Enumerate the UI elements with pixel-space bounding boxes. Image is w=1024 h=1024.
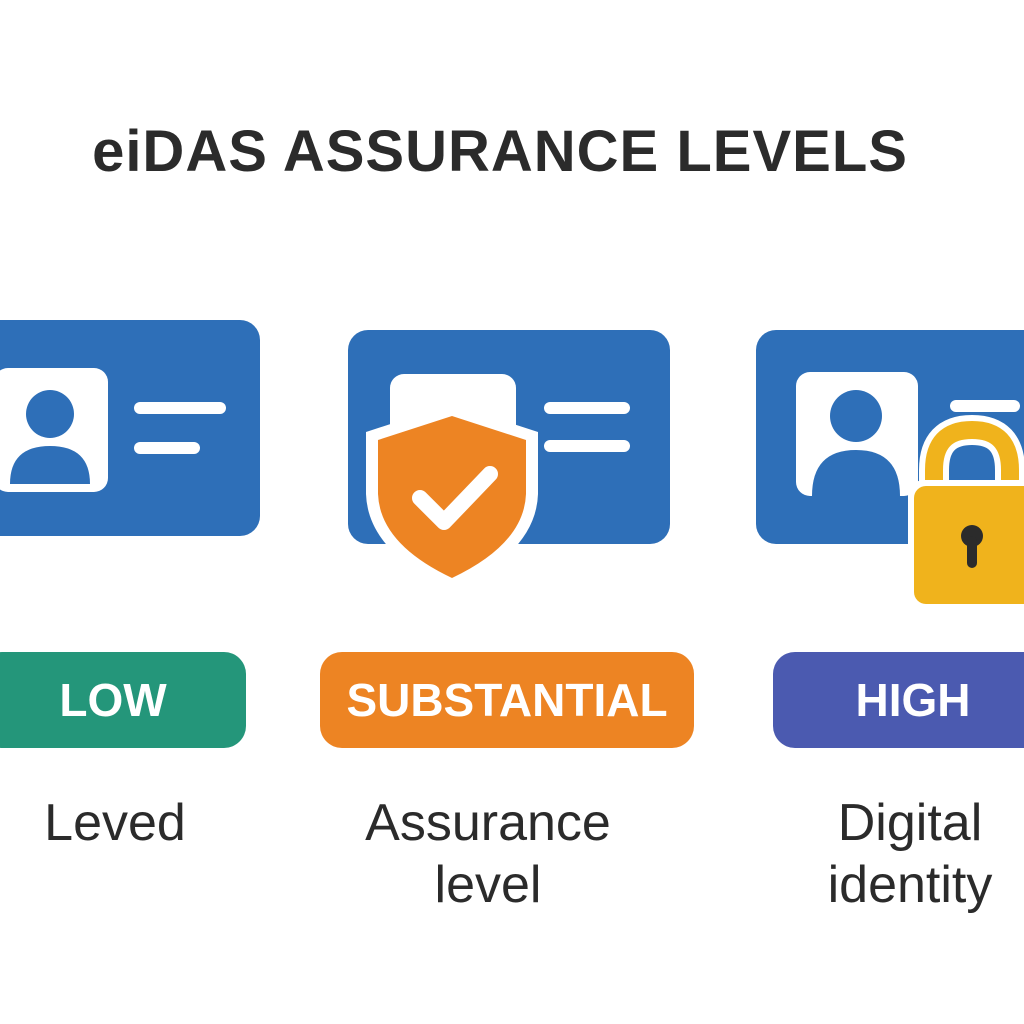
badge-substantial: SUBSTANTIAL	[320, 652, 694, 748]
caption-high: Digital identity	[796, 792, 1024, 916]
text-lines-icon	[134, 402, 226, 454]
id-card-low	[0, 320, 260, 536]
text-lines-icon	[950, 400, 1020, 412]
caption-low: Leved	[0, 792, 230, 854]
page-title: eiDAS ASSURANCE LEVELS	[92, 119, 908, 184]
caption-line: identity	[827, 856, 993, 914]
person-icon	[10, 390, 90, 484]
text-lines-icon	[544, 402, 630, 452]
caption-line: level	[434, 856, 542, 914]
caption-line: Assurance	[365, 794, 611, 852]
padlock-icon	[908, 414, 1024, 608]
person-icon	[812, 390, 900, 496]
badge-high: HIGH	[773, 652, 1024, 748]
caption-substantial: Assurance level	[330, 792, 646, 916]
shield-check-icon	[366, 404, 538, 590]
id-card-high	[756, 330, 1024, 608]
badge-low: LOW	[0, 652, 246, 748]
id-card-substantial	[348, 330, 670, 590]
caption-line: Digital	[837, 794, 983, 852]
caption-line: Leved	[44, 794, 186, 852]
